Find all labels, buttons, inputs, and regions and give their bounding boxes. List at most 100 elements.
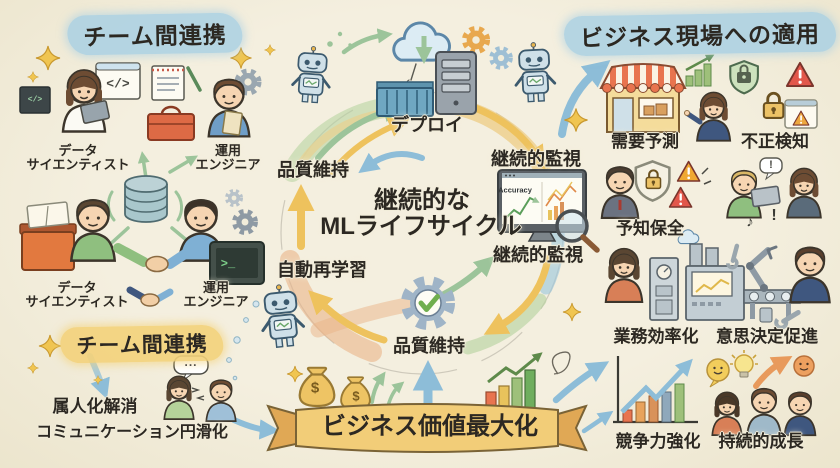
checkmark-icon (418, 294, 440, 312)
label-competitiveness: 競争力強化 (615, 432, 701, 451)
database-icon (122, 172, 174, 228)
robot-icon (510, 40, 559, 105)
accuracy-glyph: Accuracy (498, 185, 532, 195)
warning-icon (668, 186, 693, 208)
label-ops-engineer-bottom: 運用 エンジニア (183, 280, 249, 310)
check-gear-icon (400, 276, 458, 334)
handshake-scene (19, 190, 265, 290)
notebook-icon (221, 110, 243, 136)
robot-icon (288, 43, 336, 108)
lightbulb-icon (734, 354, 754, 374)
title-team-collaboration-top: チーム間連携 (67, 12, 243, 56)
business-value-banner (262, 394, 594, 466)
smiley-icon (706, 358, 730, 382)
manager-avatar (789, 246, 831, 304)
exclamation-glyph: ! (769, 159, 773, 171)
person-avatar (786, 167, 822, 219)
handshake-icon (145, 255, 169, 273)
laptop-icon (750, 185, 781, 208)
label-operational-efficiency: 業務効率化 (613, 327, 699, 346)
toolbox-icon (147, 113, 195, 141)
awning-icon (599, 63, 687, 89)
lock-icon (762, 91, 785, 120)
title-business-application: ビジネス現場への適用 (563, 11, 837, 57)
label-data-scientist-top: データ サイエンティスト (26, 143, 130, 173)
person-avatar (711, 391, 743, 436)
label-sustainable-growth: 持続的成長 (718, 432, 804, 451)
monitor-accuracy-icon (497, 169, 602, 254)
music-note-glyph: ♪ (746, 213, 754, 231)
person-avatar (205, 379, 237, 422)
chimney (689, 243, 703, 267)
pointing-arm (685, 111, 703, 125)
tablet-icon (80, 100, 110, 124)
dollar-glyph: $ (352, 388, 360, 404)
title-team-collaboration-bottom: チーム間連携 (60, 324, 224, 364)
shop-door (612, 97, 634, 133)
label-decision-making: 意思決定促進 (716, 327, 818, 346)
exclamation-glyph: ! (771, 207, 777, 224)
label-monitor-lower: 継続的監視 (493, 245, 583, 265)
container-icon (376, 80, 436, 120)
predictive-maintenance-icons (594, 156, 712, 220)
growth-arrow-icon (753, 356, 793, 389)
toolbox-handle (160, 105, 182, 115)
sustainable-growth-group (704, 350, 820, 437)
label-benefit-1: 属人化解消 (52, 397, 138, 416)
label-auto-retraining: 自動再学習 (277, 260, 367, 280)
sparkle-icon (27, 362, 39, 374)
person-avatar (746, 387, 782, 437)
label-deploy: デプロイ (391, 115, 463, 135)
server-icon (434, 50, 480, 118)
banner-band (295, 403, 559, 453)
notepad-icon (151, 65, 185, 101)
ops-engineer-figure-top (147, 58, 266, 146)
person-avatar (783, 391, 817, 437)
banner-tail-right (557, 404, 588, 452)
gear-icon (465, 29, 486, 50)
data-scientist-avatar (70, 198, 116, 262)
data-scientist-figure-top (18, 57, 142, 137)
chimney (705, 247, 719, 267)
worker-avatar (604, 247, 644, 303)
label-predictive-maintenance: 予知保全 (616, 219, 684, 238)
pencil-icon (186, 66, 202, 92)
factory-scene (594, 229, 831, 332)
robot-arm-icon (747, 247, 771, 291)
machine-screen (691, 271, 733, 297)
label-data-scientist-bottom: データ サイエンティスト (25, 280, 129, 310)
sparkle-icon (264, 44, 276, 56)
laptop-discussion-group (714, 156, 824, 220)
decorative-dots (223, 31, 571, 390)
competitiveness-chart-icon (610, 354, 704, 434)
code-tag-glyph: </> (27, 95, 43, 105)
cycle-center-line2: MLライフサイクル (320, 213, 522, 240)
sparkle-icon (38, 334, 62, 358)
banner-label: ビジネス価値最大化 (322, 413, 538, 440)
exchange-arrows (191, 387, 205, 401)
label-monitor-upper: 継続的監視 (491, 149, 581, 169)
label-ops-engineer-top: 運用 エンジニア (195, 143, 261, 173)
talking-pair (156, 355, 240, 422)
alert-marks (701, 167, 712, 185)
storefront-icon (598, 60, 688, 138)
label-demand-forecast: 需要予測 (611, 132, 679, 151)
warning-icon (676, 160, 701, 182)
cloud-deploy-icon (386, 16, 462, 70)
robot-icon (255, 281, 312, 353)
open-toolbox-icon (21, 231, 75, 271)
handshake-icon (126, 282, 174, 312)
code-window-icon (19, 86, 51, 114)
book-icon (26, 201, 70, 229)
speech-dots-glyph: ... (184, 355, 198, 369)
handshake-arm-left (113, 243, 149, 267)
label-fraud-detection: 不正検知 (741, 132, 809, 151)
smiley-icon (793, 355, 815, 377)
warning-icon (785, 61, 815, 87)
bar-chart-icon (684, 54, 722, 90)
person-avatar (163, 375, 195, 420)
handshake-arm-right (165, 243, 199, 269)
trend-arrow-icon (620, 358, 693, 414)
banner-tail-left (266, 404, 297, 452)
